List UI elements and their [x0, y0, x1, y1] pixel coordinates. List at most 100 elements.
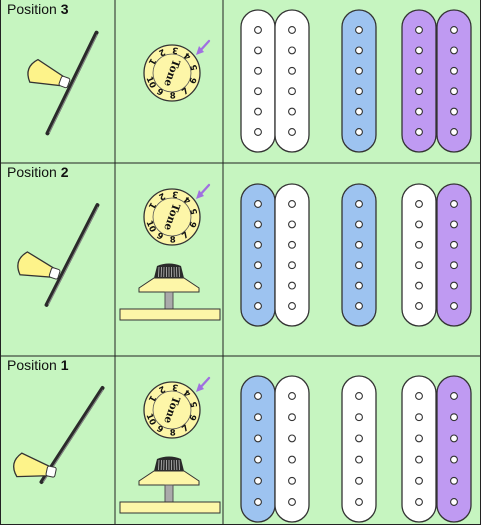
- pickup-cover: [341, 9, 377, 153]
- pickup-cover: [436, 183, 472, 327]
- pole-piece: [254, 476, 262, 485]
- pickguard-plate: [119, 308, 221, 321]
- knob-number: 5: [189, 400, 200, 408]
- pole-piece: [254, 434, 262, 443]
- knob-number: 10: [144, 219, 158, 234]
- pole-piece: [450, 455, 458, 464]
- knob-number: 3: [172, 44, 179, 55]
- pickup-cover: [341, 183, 377, 327]
- pole-piece: [355, 434, 363, 443]
- pointer-arrow-icon: [196, 376, 211, 392]
- pole-piece: [355, 128, 363, 136]
- pole-piece: [450, 240, 458, 249]
- pole-piece: [254, 392, 262, 400]
- pole-piece: [288, 66, 296, 75]
- pole-piece: [355, 107, 363, 116]
- pick-stem: [58, 75, 71, 89]
- selector-switch-icon: [45, 30, 99, 136]
- pickup-coil-icon: [401, 183, 437, 327]
- position-label: Position 2: [7, 164, 69, 180]
- knob-number: 10: [144, 412, 158, 427]
- position-label-number: 3: [61, 1, 69, 17]
- pole-piece: [450, 107, 458, 116]
- pointer-arrow-icon: [196, 183, 211, 199]
- knob-number: 5: [189, 63, 200, 71]
- knob-inner-ring: [152, 390, 192, 430]
- pickup-cover: [274, 9, 310, 153]
- pole-piece: [415, 476, 423, 485]
- pole-piece: [450, 392, 458, 400]
- pole-piece: [254, 220, 262, 229]
- knob-number: 6: [188, 413, 199, 422]
- pole-piece: [355, 498, 363, 506]
- switch-slot: [45, 30, 99, 136]
- knob-number: 7: [180, 86, 191, 98]
- pickup-cover: [341, 375, 377, 523]
- knob-number: 4: [182, 194, 193, 205]
- knob-side-view-icon: [119, 456, 221, 514]
- pole-piece: [288, 240, 296, 249]
- pole-piece: [254, 281, 262, 290]
- pole-piece: [355, 455, 363, 464]
- pointer-arrow-icon: [196, 39, 211, 55]
- pole-piece: [415, 498, 423, 506]
- pole-piece: [355, 26, 363, 34]
- pole-piece: [415, 26, 423, 34]
- knob-number: 9: [154, 424, 164, 436]
- pole-piece: [288, 200, 296, 208]
- knob-face: [143, 381, 201, 439]
- pole-piece: [450, 128, 458, 136]
- pole-piece: [415, 87, 423, 96]
- switch-slot: [44, 203, 100, 307]
- position-label-prefix: Position: [7, 1, 61, 17]
- pole-piece: [288, 281, 296, 290]
- pickup-cover: [401, 375, 437, 523]
- position-label-prefix: Position: [7, 357, 61, 373]
- pole-piece: [355, 476, 363, 485]
- pick-body: [13, 452, 50, 478]
- knob-number: 6: [188, 220, 199, 229]
- pole-piece: [415, 413, 423, 422]
- pole-piece: [288, 220, 296, 229]
- pole-piece: [415, 128, 423, 136]
- knob-number: 2: [157, 46, 167, 58]
- pole-piece: [450, 200, 458, 208]
- pickup-coil-icon: [401, 375, 437, 523]
- pole-piece: [355, 200, 363, 208]
- pickup-coil-icon: [341, 183, 377, 327]
- pole-piece: [288, 26, 296, 34]
- knob-number: 3: [172, 381, 179, 392]
- pole-piece: [415, 434, 423, 443]
- knob-number: 9: [154, 231, 164, 243]
- pole-piece: [288, 107, 296, 116]
- pole-piece: [415, 302, 423, 310]
- knob-shaft: [164, 484, 174, 503]
- switch-tip-pick-icon: [13, 452, 57, 478]
- pickup-coil-icon: [341, 9, 377, 153]
- pole-piece: [355, 261, 363, 270]
- knob-number: 4: [182, 50, 193, 61]
- pole-piece: [254, 128, 262, 136]
- pole-piece: [355, 66, 363, 75]
- pole-piece: [355, 302, 363, 310]
- switch-slot-highlight: [48, 33, 98, 134]
- pole-piece: [288, 87, 296, 96]
- pole-piece: [415, 240, 423, 249]
- knob-number: 1: [146, 393, 158, 403]
- pickup-cover: [401, 183, 437, 327]
- knob-number: 8: [170, 235, 176, 245]
- pole-piece: [415, 107, 423, 116]
- knob-number: 5: [189, 207, 200, 215]
- pickup-cover: [274, 375, 310, 523]
- pole-piece: [254, 66, 262, 75]
- knob-number: 7: [180, 423, 191, 435]
- pickup-coil-icon: [240, 183, 276, 327]
- pickguard-plate: [119, 501, 221, 514]
- pickup-coil-icon: [341, 375, 377, 523]
- pickup-coil-icon: [436, 375, 472, 523]
